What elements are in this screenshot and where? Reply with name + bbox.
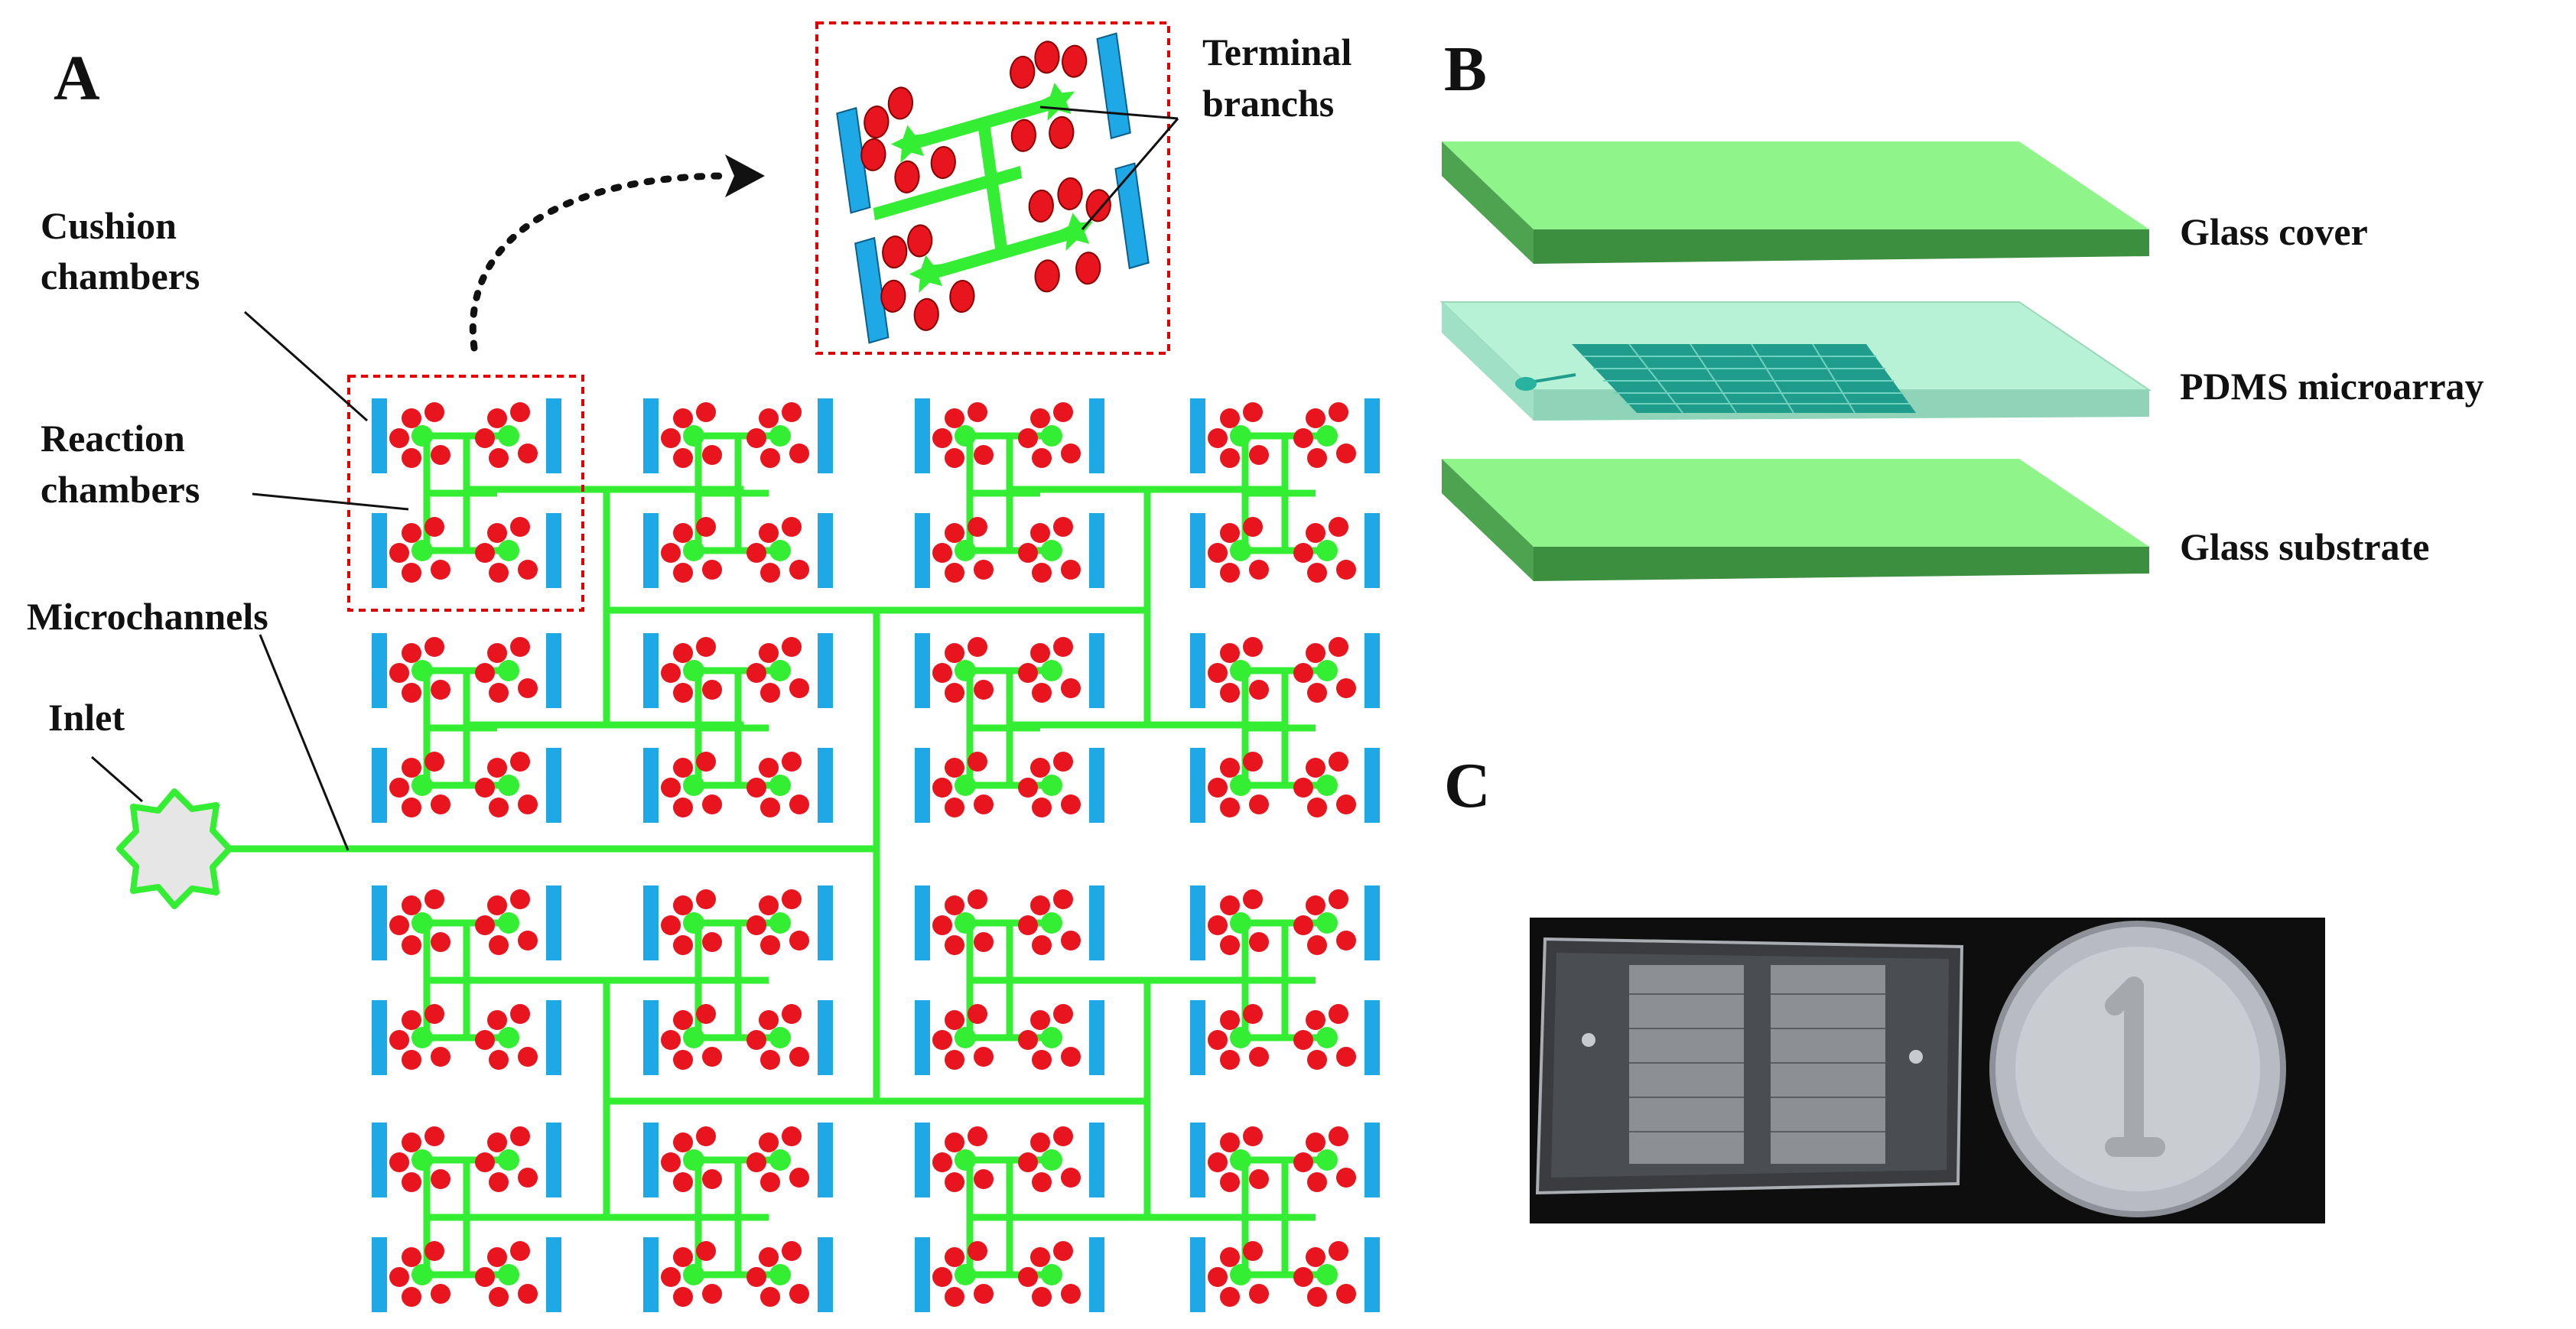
cushion-label-line2: chambers	[41, 255, 200, 297]
glass-cover-layer	[1442, 141, 2149, 264]
callout-leaders	[91, 310, 409, 851]
glass-cover-label: Glass cover	[2180, 210, 2368, 253]
terminal-label-line1: Terminal	[1202, 31, 1351, 73]
microchannel-network	[226, 486, 1286, 1221]
reaction-label-line1: Reaction	[41, 417, 185, 460]
glass-substrate-label: Glass substrate	[2180, 525, 2429, 568]
glass-substrate-layer	[1442, 459, 2149, 581]
terminal-label-line2: branchs	[1202, 82, 1334, 125]
zoom-highlight-box	[347, 375, 584, 612]
panel-c-letter: C	[1444, 750, 1491, 821]
reaction-unit	[643, 398, 833, 588]
zoom-arrow	[469, 172, 730, 352]
inlet-label: Inlet	[48, 696, 125, 739]
cushion-label-line1: Cushion	[41, 204, 177, 247]
zoom-arrowhead-icon	[725, 154, 765, 197]
terminal-branch-inset	[815, 21, 1179, 355]
microchannels-label: Microchannels	[27, 595, 268, 638]
inlet-star-icon	[116, 788, 233, 909]
pdms-microarray-layer	[1439, 301, 2152, 421]
panel-a: A	[27, 21, 1380, 1312]
chip-photo	[1530, 918, 2325, 1223]
reaction-unit	[915, 398, 1104, 588]
panel-b-letter: B	[1444, 34, 1487, 105]
reaction-label-line2: chambers	[41, 468, 200, 511]
inset-frame	[815, 21, 1170, 355]
reaction-unit	[1190, 398, 1380, 588]
pdms-microarray-label: PDMS microarray	[2180, 365, 2484, 408]
panel-c: C	[1444, 750, 2325, 1223]
panel-b: B	[1439, 34, 2484, 581]
reaction-unit	[372, 398, 561, 588]
panel-a-letter: A	[54, 43, 100, 114]
chamber-grid-pattern	[1515, 343, 1916, 414]
